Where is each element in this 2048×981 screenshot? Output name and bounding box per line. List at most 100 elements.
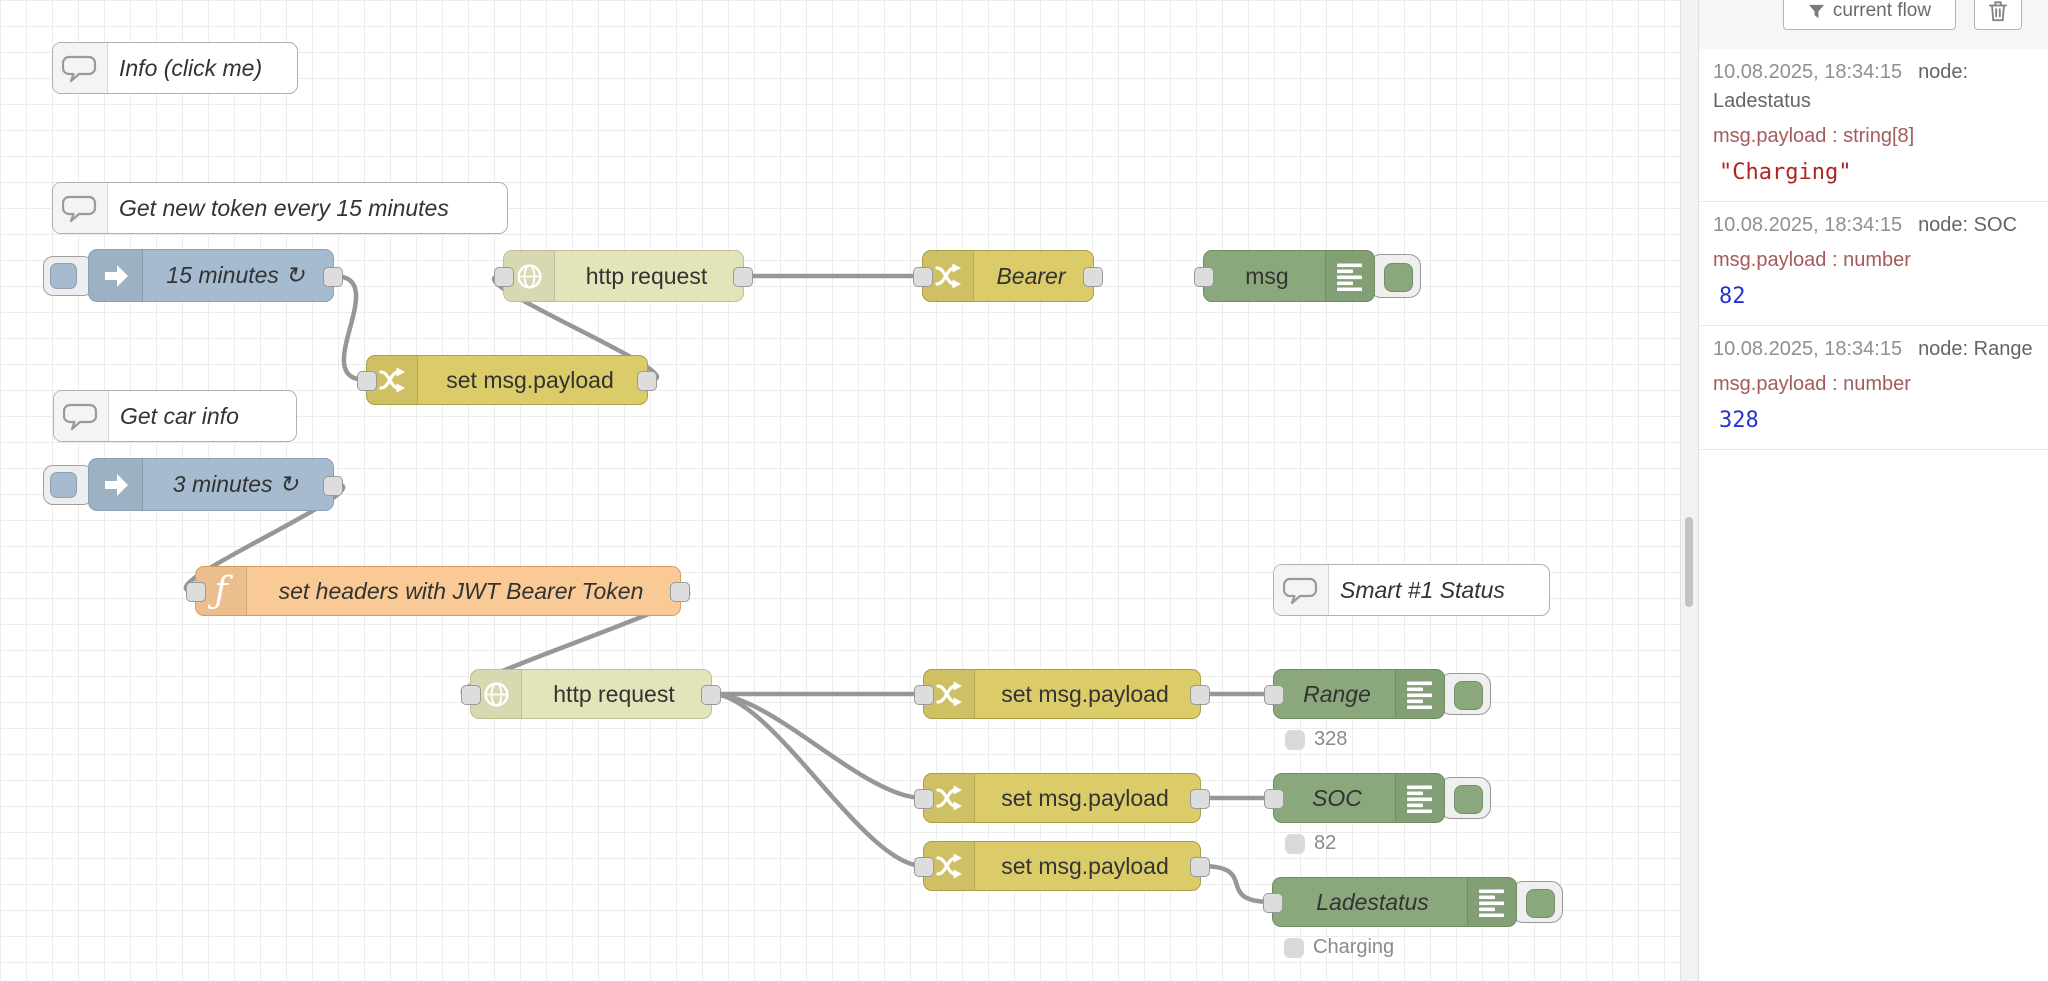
- node-port-input[interactable]: [913, 267, 933, 287]
- node-debug-soc[interactable]: SOC: [1264, 773, 1445, 823]
- node-change-set-payload-3[interactable]: set msg.payload: [914, 773, 1210, 823]
- status-text: 82: [1314, 832, 1337, 854]
- node-label: Range: [1303, 680, 1371, 707]
- status-dot-icon: [1284, 937, 1304, 958]
- debug-toggle-button[interactable]: [1439, 777, 1491, 819]
- status-text: Charging: [1313, 936, 1395, 958]
- node-debug-msg[interactable]: msg: [1194, 250, 1375, 302]
- node-port-input[interactable]: [914, 685, 934, 705]
- trash-icon: [1988, 1, 2008, 22]
- debug-toggle-face: [1384, 262, 1413, 292]
- wire[interactable]: [1198, 863, 1275, 905]
- node-port-output[interactable]: [1190, 685, 1210, 705]
- node-label: http request: [553, 680, 675, 707]
- node-port-output[interactable]: [323, 475, 343, 496]
- debug-source-node: node: Range: [1918, 337, 2033, 360]
- comment-bubble-icon: [53, 43, 108, 93]
- debug-toggle-button[interactable]: [1511, 881, 1563, 923]
- debug-property-path: msg.payload : number: [1713, 372, 1911, 395]
- node-comment-smart[interactable]: Smart #1 Status: [1273, 564, 1550, 616]
- canvas-scrollbar: [1680, 0, 1699, 981]
- node-port-input[interactable]: [1263, 893, 1283, 913]
- debug-source-node: node: Ladestatus: [1713, 61, 1969, 112]
- status-dot-icon: [1285, 833, 1305, 854]
- debug-filter-button[interactable]: current flow: [1783, 0, 1956, 30]
- node-port-output[interactable]: [323, 266, 343, 287]
- node-change-set-payload-2[interactable]: set msg.payload: [914, 669, 1210, 719]
- debug-toggle-button[interactable]: [1439, 673, 1491, 715]
- canvas-scrollbar-thumb[interactable]: [1685, 517, 1693, 607]
- node-label: Ladestatus: [1316, 888, 1429, 915]
- node-status: Charging: [1284, 936, 1394, 959]
- debug-timestamp: 10.08.2025, 18:34:15: [1713, 213, 1903, 236]
- debug-list-icon: [1467, 878, 1516, 926]
- inject-button[interactable]: [43, 464, 93, 505]
- node-debug-ladestatus[interactable]: Ladestatus: [1263, 877, 1517, 927]
- node-change-bearer[interactable]: Bearer: [913, 250, 1103, 302]
- node-http-request-2[interactable]: http request: [461, 669, 721, 719]
- comment-bubble-icon: [1274, 565, 1329, 615]
- node-port-input[interactable]: [461, 685, 481, 705]
- node-port-output[interactable]: [1190, 789, 1210, 809]
- debug-message-meta: 10.08.2025, 18:34:15 node: Range: [1713, 335, 2036, 364]
- node-label: Smart #1 Status: [1340, 576, 1505, 603]
- node-port-input[interactable]: [1264, 789, 1284, 809]
- debug-list-icon: [1395, 670, 1444, 718]
- node-port-output[interactable]: [701, 685, 721, 705]
- node-change-set-payload-4[interactable]: set msg.payload: [914, 841, 1210, 891]
- node-inject-15min[interactable]: 15 minutes ↻: [88, 249, 343, 302]
- debug-property-path: msg.payload : number: [1713, 248, 1911, 271]
- node-port-output[interactable]: [637, 371, 657, 391]
- node-port-input[interactable]: [186, 582, 206, 602]
- debug-value: 82: [1719, 283, 1746, 309]
- node-port-output[interactable]: [1190, 857, 1210, 877]
- node-port-input[interactable]: [494, 267, 514, 287]
- node-port-input[interactable]: [1194, 267, 1214, 287]
- inject-arrow-icon: [89, 250, 143, 301]
- debug-message: 10.08.2025, 18:34:15 node: Range msg.payl…: [1699, 326, 2048, 450]
- node-label: msg: [1245, 262, 1289, 289]
- flow-canvas[interactable]: Info (click me) Get new token every 15 mi…: [0, 0, 1680, 981]
- change-shuffle-icon: [367, 356, 418, 404]
- node-port-output[interactable]: [670, 582, 690, 602]
- node-label: set headers with JWT Bearer Token: [278, 577, 644, 604]
- debug-toggle-button[interactable]: [1369, 254, 1421, 298]
- status-dot-icon: [1285, 729, 1305, 750]
- node-port-input[interactable]: [914, 789, 934, 809]
- node-label: Get car info: [120, 402, 239, 429]
- inject-button[interactable]: [43, 255, 93, 296]
- comment-bubble-icon: [54, 391, 109, 441]
- node-inject-3min[interactable]: 3 minutes ↻: [88, 458, 343, 511]
- wire[interactable]: [709, 691, 926, 801]
- node-debug-range[interactable]: Range: [1264, 669, 1445, 719]
- node-port-output[interactable]: [733, 267, 753, 287]
- node-port-input[interactable]: [1264, 685, 1284, 705]
- debug-timestamp: 10.08.2025, 18:34:15: [1713, 61, 1903, 83]
- debug-toggle-face: [1454, 680, 1483, 710]
- node-comment-token[interactable]: Get new token every 15 minutes: [52, 182, 508, 234]
- debug-toolbar: current flow: [1699, 0, 2048, 49]
- node-change-set-payload-1[interactable]: set msg.payload: [357, 355, 657, 405]
- node-http-request-1[interactable]: http request: [494, 250, 753, 302]
- node-comment-info[interactable]: Info (click me): [52, 42, 298, 94]
- debug-timestamp: 10.08.2025, 18:34:15: [1713, 337, 1903, 360]
- debug-clear-button[interactable]: [1974, 0, 2022, 30]
- node-label: Info (click me): [119, 54, 263, 81]
- wire[interactable]: [331, 273, 369, 383]
- inject-button-face: [50, 471, 77, 498]
- debug-toggle-face: [1454, 784, 1483, 814]
- node-port-input[interactable]: [914, 857, 934, 877]
- node-port-input[interactable]: [357, 371, 377, 391]
- wire[interactable]: [709, 691, 926, 869]
- node-label: set msg.payload: [1001, 680, 1169, 707]
- debug-list-icon: [1325, 251, 1374, 301]
- node-comment-car[interactable]: Get car info: [53, 390, 297, 442]
- inject-button-face: [50, 262, 77, 289]
- node-port-output[interactable]: [1083, 267, 1103, 287]
